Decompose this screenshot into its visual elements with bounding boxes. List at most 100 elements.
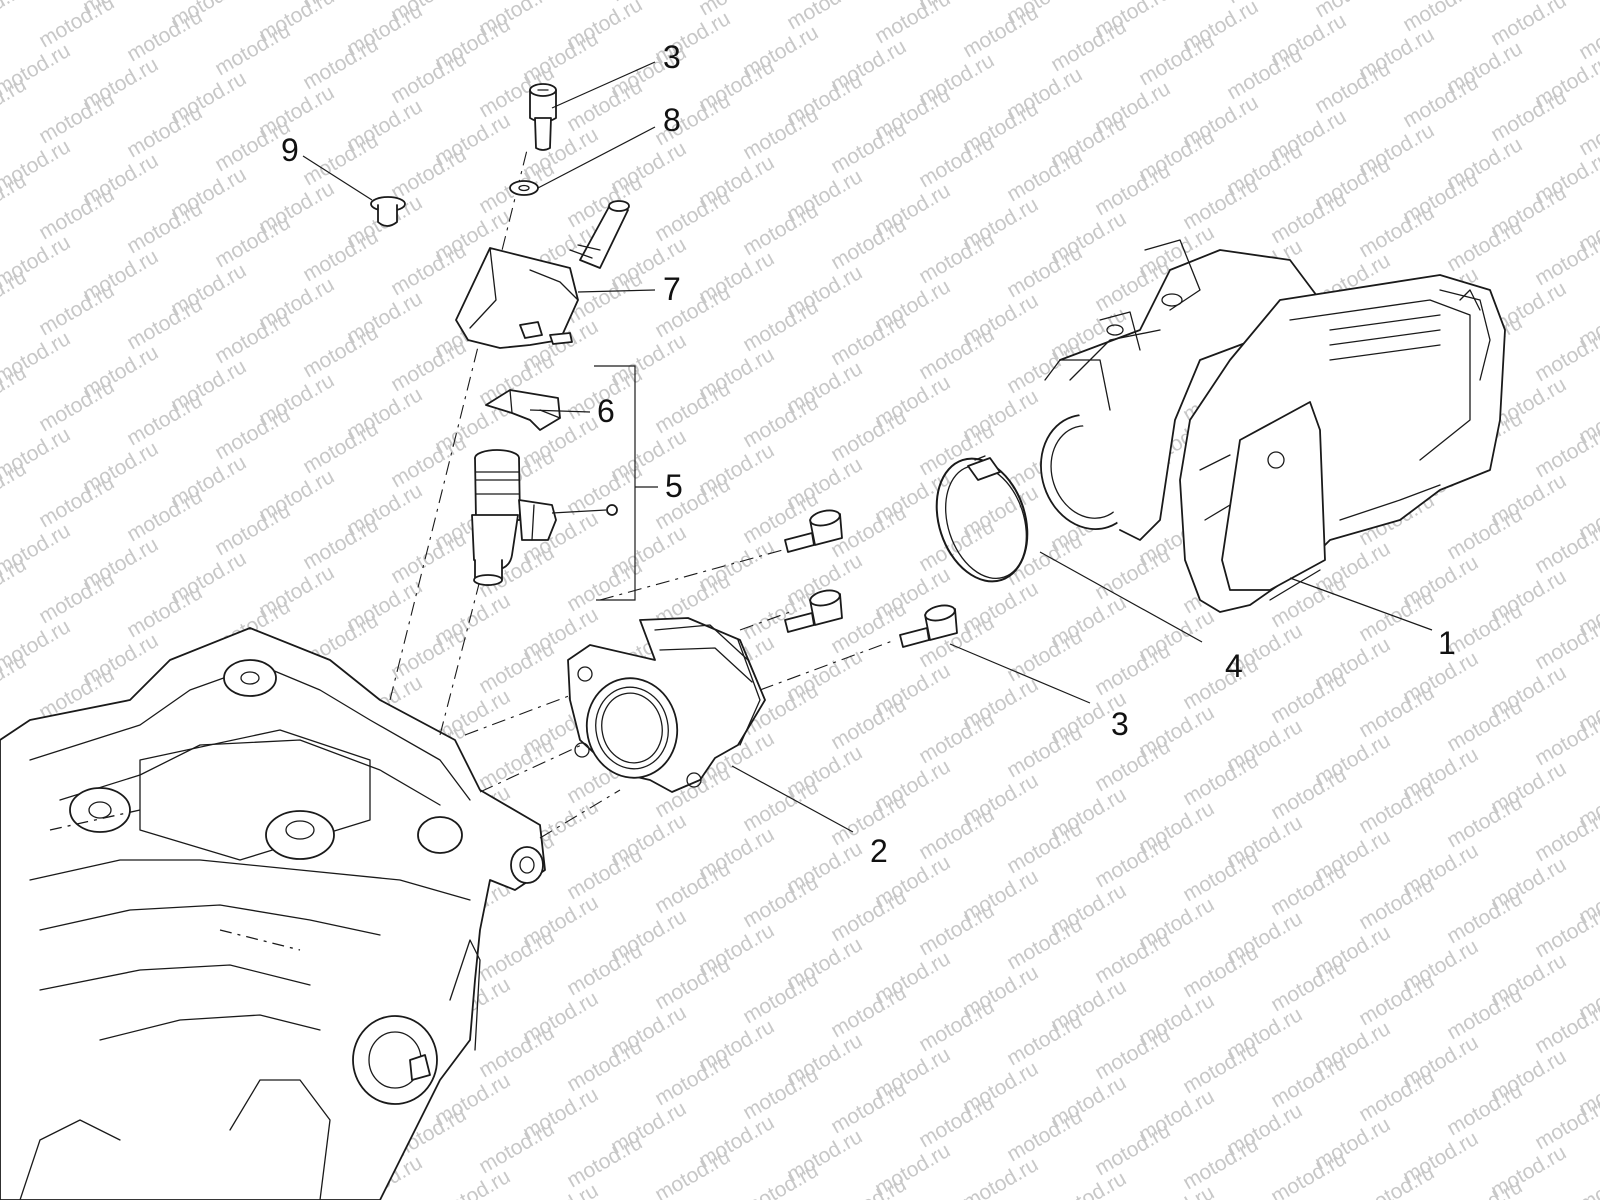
watermark-text: motod.ru <box>871 0 954 48</box>
callout-3-top: 3 <box>663 39 681 75</box>
watermark-text: motod.ru <box>299 129 382 190</box>
leader-lines <box>302 61 1433 833</box>
watermark-text: motod.ru <box>915 899 998 960</box>
watermark-text: motod.ru <box>123 197 206 258</box>
watermark-text: motod.ru <box>35 87 118 148</box>
watermark-text: motod.ru <box>211 211 294 272</box>
watermark-text: motod.ru <box>299 321 382 382</box>
watermark-text: motod.ru <box>959 1 1042 62</box>
callout-7: 7 <box>663 271 681 307</box>
screw-icon <box>899 604 958 648</box>
watermark-text: motod.ru <box>1267 955 1350 1016</box>
watermark-text: motod.ru <box>739 871 822 932</box>
watermark-text: motod.ru <box>1091 639 1174 700</box>
watermark-text: motod.ru <box>1223 43 1306 104</box>
watermark-text: motod.ru <box>1003 1009 1086 1070</box>
callout-3-bottom: 3 <box>1111 706 1129 742</box>
watermark-text: motod.ru <box>1443 1079 1526 1140</box>
watermark-text: motod.ru <box>1355 201 1438 262</box>
watermark-text: motod.ru <box>475 1021 558 1082</box>
watermark-text: motod.ru <box>651 185 734 246</box>
watermark-text: motod.ru <box>563 1131 646 1192</box>
watermark-text: motod.ru <box>431 1165 514 1200</box>
watermark-text: motod.ru <box>123 485 206 546</box>
watermark-text: motod.ru <box>475 925 558 986</box>
watermark-text: motod.ru <box>35 471 118 532</box>
watermark-text: motod.ru <box>827 117 910 178</box>
watermark-text: motod.ru <box>1487 85 1570 146</box>
watermark-text: motod.ru <box>35 183 118 244</box>
watermark-text: motod.ru <box>563 843 646 904</box>
watermark-text: motod.ru <box>1179 1133 1262 1194</box>
watermark-text: motod.ru <box>1179 1037 1262 1098</box>
watermark-text: motod.ru <box>1355 777 1438 838</box>
watermark-text: motod.ru <box>1091 927 1174 988</box>
watermark-text: motod.ru <box>1531 613 1600 674</box>
watermark-text: motod.ru <box>1091 1119 1174 1180</box>
watermark-text: motod.ru <box>387 527 470 588</box>
watermark-text: motod.ru <box>1091 735 1174 796</box>
watermark-text: motod.ru <box>387 431 470 492</box>
watermark-text: motod.ru <box>1443 695 1526 756</box>
watermark-text: motod.ru <box>1091 159 1174 220</box>
watermark-text: motod.ru <box>739 1063 822 1124</box>
watermark-text: motod.ru <box>827 981 910 1042</box>
watermark-text: motod.ru <box>1267 859 1350 920</box>
watermark-text: motod.ru <box>1311 57 1394 118</box>
watermark-text: motod.ru <box>651 377 734 438</box>
watermark-text: motod.ru <box>1047 1167 1130 1200</box>
watermark-text: motod.ru <box>1443 215 1526 276</box>
watermark-text: motod.ru <box>123 293 206 354</box>
watermark-text: motod.ru <box>651 953 734 1014</box>
watermark-text: motod.ru <box>1443 791 1526 852</box>
watermark-text: motod.ru <box>1531 709 1600 770</box>
watermark-text: motod.ru <box>211 403 294 464</box>
assembly-guide-lines <box>389 149 896 839</box>
watermark-text: motod.ru <box>1355 585 1438 646</box>
screw-icon <box>784 589 843 633</box>
watermark-text: motod.ru <box>1179 845 1262 906</box>
clip-icon <box>485 389 561 431</box>
watermark-text: motod.ru <box>915 323 998 384</box>
watermark-text: motod.ru <box>35 0 118 52</box>
watermark-text: motod.ru <box>563 1035 646 1096</box>
watermark-text: motod.ru <box>1003 241 1086 302</box>
watermark-text: motod.ru <box>1091 1023 1174 1084</box>
watermark-text: motod.ru <box>1267 763 1350 824</box>
watermark-text: motod.ru <box>827 789 910 850</box>
watermark-text: motod.ru <box>299 33 382 94</box>
watermark-text: motod.ru <box>651 473 734 534</box>
screw-icon <box>784 509 843 553</box>
watermark-text: motod.ru <box>1531 1093 1600 1154</box>
watermark-text: motod.ru <box>387 143 470 204</box>
watermark-text: motod.ru <box>739 1159 822 1200</box>
callout-1: 1 <box>1438 625 1456 661</box>
watermark-text: motod.ru <box>1091 543 1174 604</box>
watermark-text: motod.ru <box>827 1077 910 1138</box>
watermark-text: motod.ru <box>915 227 998 288</box>
watermark-text: motod.ru <box>1267 1147 1350 1200</box>
watermark-text: motod.ru <box>1267 667 1350 728</box>
screw-icon <box>529 83 557 151</box>
watermark-text: motod.ru <box>1531 805 1600 866</box>
watermark-text: motod.ru <box>651 857 734 918</box>
callout-8: 8 <box>663 102 681 138</box>
watermark-text: motod.ru <box>387 239 470 300</box>
callout-9: 9 <box>281 132 299 168</box>
watermark-text: motod.ru <box>1531 517 1600 578</box>
watermark-text: motod.ru <box>387 47 470 108</box>
throttle-body-icon <box>1040 239 1506 613</box>
watermark-text: motod.ru <box>1179 653 1262 714</box>
watermark-text: motod.ru <box>739 103 822 164</box>
watermark-text: motod.ru <box>123 5 206 66</box>
watermark-text: motod.ru <box>651 1049 734 1110</box>
watermark-text: motod.ru <box>35 375 118 436</box>
callout-2: 2 <box>870 833 888 869</box>
watermark-text: motod.ru <box>1531 325 1600 386</box>
watermark-text: motod.ru <box>827 1173 910 1200</box>
watermark-text: motod.ru <box>387 623 470 684</box>
watermark-text: motod.ru <box>1267 1051 1350 1112</box>
watermark-text: motod.ru <box>1487 0 1570 50</box>
watermark-text: motod.ru <box>519 1179 602 1200</box>
